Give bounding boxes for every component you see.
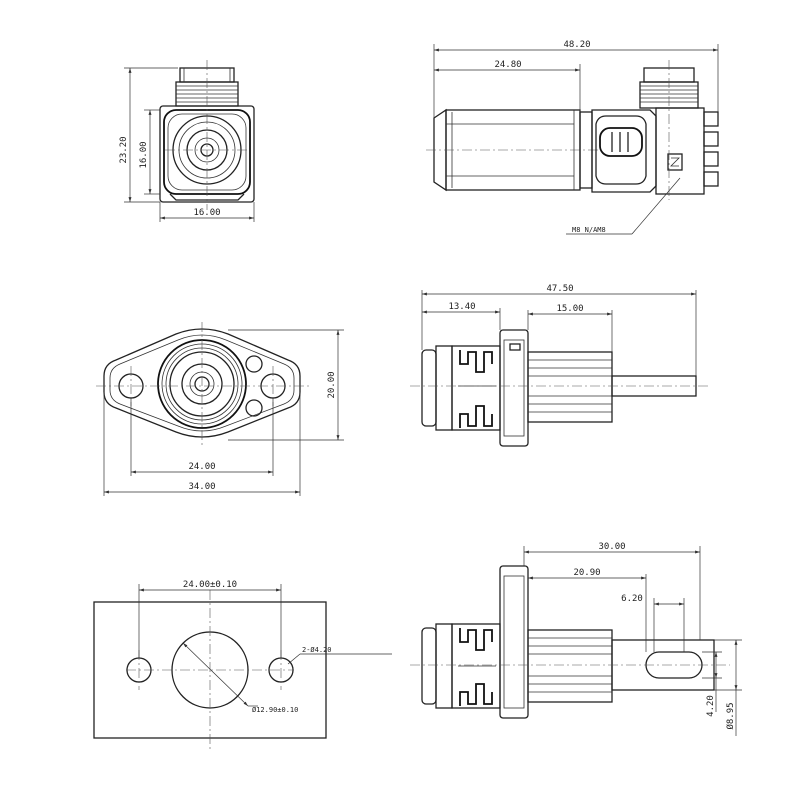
dim-length-overall-bot: 30.00: [598, 542, 625, 552]
dim-hole-spacing-bot: 24.00±0.10: [183, 580, 237, 590]
view-top-right-side: 48.20 24.80 M8 N/AM8: [426, 40, 719, 235]
dim-pin-diameter: Ø8.95: [725, 702, 736, 729]
view-mid-right-side: 47.50 13.40 15.00: [410, 284, 710, 447]
dim-rear-length: 15.00: [556, 304, 583, 314]
view-top-left-end: 23.20 16.00 16.00: [119, 60, 255, 222]
view-bot-left-cutout: 24.00±0.10 2-Ø4.20 Ø12.90±0.10: [93, 580, 392, 750]
view-bot-right-side: 30.00 20.90 6.20 4.20 Ø8.95: [410, 542, 742, 736]
dim-length-overall-mid: 47.50: [546, 284, 573, 294]
dim-width-body: 16.00: [193, 208, 220, 218]
dim-center-hole: Ø12.90±0.10: [252, 706, 298, 714]
dim-flange-height: 20.00: [327, 371, 337, 398]
callout-label: M8 N/AM8: [572, 226, 606, 234]
dim-front-length: 13.40: [448, 302, 475, 312]
dim-length-mid: 20.90: [573, 568, 600, 578]
dim-flange-width: 34.00: [188, 482, 215, 492]
dim-height-overall: 23.20: [119, 136, 129, 163]
dim-slot-width: 4.20: [706, 695, 716, 717]
dim-length-overall-top: 48.20: [563, 40, 590, 50]
view-mid-left-flange: 24.00 34.00 20.00: [96, 322, 344, 496]
dim-hole-spacing-mid: 24.00: [188, 462, 215, 472]
dim-small-holes: 2-Ø4.20: [302, 646, 332, 654]
dim-length-partial-top: 24.80: [494, 60, 521, 70]
dim-slot-length: 6.20: [621, 594, 643, 604]
dim-height-body: 16.00: [139, 141, 149, 168]
